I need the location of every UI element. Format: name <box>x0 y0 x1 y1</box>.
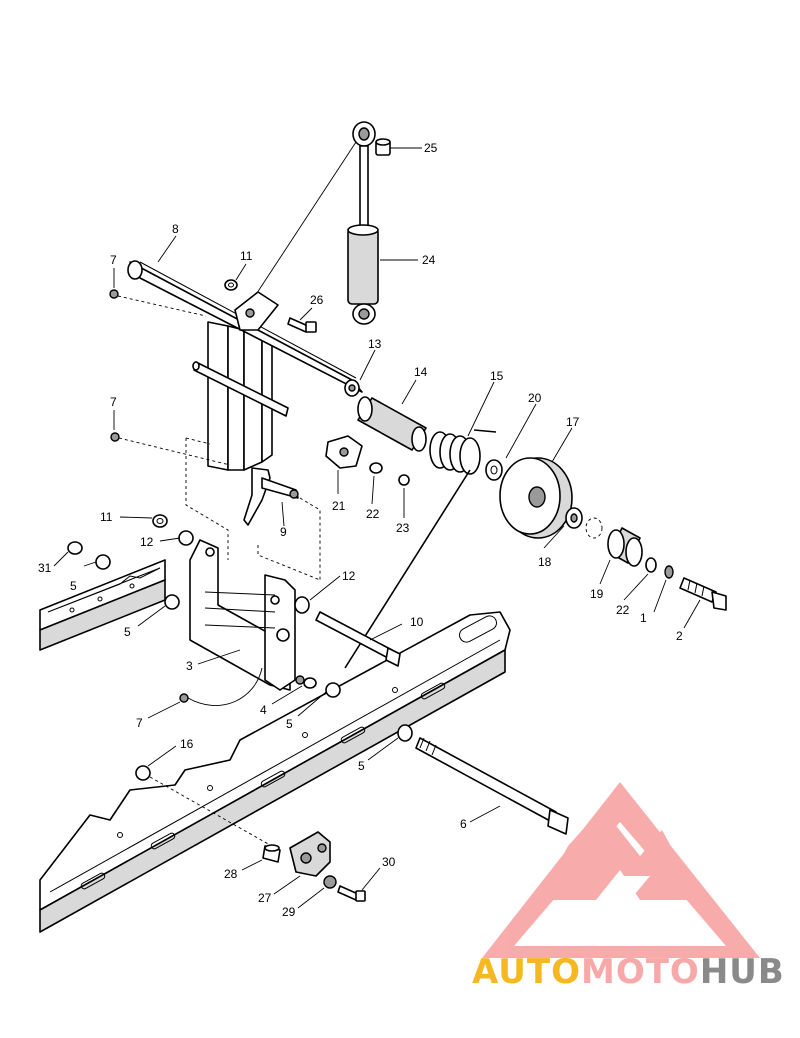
callout-30: 30 <box>382 855 396 869</box>
torsion-spring-15 <box>344 429 497 669</box>
watermark-wordmark: AUTOMOTOHUB <box>472 952 785 992</box>
callout-7-lower: 7 <box>136 716 143 730</box>
callout-22-left: 22 <box>366 507 380 521</box>
callout-11-lower: 11 <box>100 510 113 524</box>
nut-11-lower <box>152 514 168 528</box>
shock-bushing <box>375 138 391 156</box>
callout-28: 28 <box>224 867 238 881</box>
washer-5-center <box>325 682 341 698</box>
callout-22-right: 22 <box>616 603 630 617</box>
callout-19: 19 <box>590 587 604 601</box>
callout-13: 13 <box>368 337 382 351</box>
grease-fitting-7-upper <box>109 289 207 317</box>
callout-27: 27 <box>258 891 272 905</box>
shock-absorber <box>237 121 379 325</box>
callout-4: 4 <box>260 703 267 717</box>
callout-8: 8 <box>172 222 179 236</box>
nut-16 <box>135 765 271 846</box>
callout-24: 24 <box>422 253 436 267</box>
washer-20 <box>485 459 503 481</box>
callout-5-rail: 5 <box>358 759 365 773</box>
callout-12-left: 12 <box>140 535 154 549</box>
callout-7-middle: 7 <box>110 395 117 409</box>
washer-5-outer-left <box>95 554 111 570</box>
callout-labels: 1 2 3 4 5 5 5 5 6 7 7 7 8 9 10 11 11 12 … <box>38 141 683 919</box>
callout-21: 21 <box>332 499 346 513</box>
callout-18: 18 <box>538 555 552 569</box>
callout-1: 1 <box>640 611 647 625</box>
callout-23: 23 <box>396 521 410 535</box>
spacer-tube-14 <box>357 396 427 452</box>
middle-cross-shaft <box>192 361 289 417</box>
shock-mount-bracket <box>234 291 279 331</box>
bearing-18 <box>565 507 603 539</box>
callout-20: 20 <box>528 391 542 405</box>
watermark-logo-mark <box>482 782 760 958</box>
callout-3: 3 <box>186 659 193 673</box>
callout-6: 6 <box>460 817 467 831</box>
spacer-19 <box>607 527 643 567</box>
callout-9: 9 <box>280 525 287 539</box>
bolt-26 <box>287 317 317 333</box>
callout-2: 2 <box>676 629 683 643</box>
grease-fitting-7-middle <box>110 432 231 466</box>
lower-arm-pivot <box>243 467 299 526</box>
callout-11-upper: 11 <box>240 249 253 263</box>
nut-11-upper <box>224 279 238 291</box>
nut-23 <box>398 474 410 486</box>
lock-washer-1 <box>664 565 674 579</box>
washer-29 <box>323 875 337 889</box>
bushing-28 <box>262 844 281 863</box>
callout-5-center: 5 <box>286 717 293 731</box>
spring-block-21 <box>325 435 363 469</box>
callout-16: 16 <box>180 737 194 751</box>
nut-31 <box>67 541 83 555</box>
idler-wheel-17 <box>499 457 573 539</box>
callout-10: 10 <box>410 615 424 629</box>
callout-29: 29 <box>282 905 296 919</box>
dashed-assembly-outline <box>185 437 321 581</box>
long-bolt-6 <box>415 737 569 835</box>
leader-lines <box>53 147 701 909</box>
front-arm-bracket <box>189 539 317 691</box>
washer-22-right <box>645 557 657 573</box>
bolt-10 <box>315 611 401 667</box>
bolt-30 <box>337 885 366 902</box>
washer-5-rail <box>397 724 413 742</box>
callout-15: 15 <box>490 369 504 383</box>
main-slide-rail <box>39 611 511 933</box>
callout-25: 25 <box>424 141 438 155</box>
watermark-word-hub: HUB <box>699 952 785 992</box>
callout-26: 26 <box>310 293 324 307</box>
watermark-word-auto: AUTO <box>472 952 581 992</box>
callout-5-outer-left: 5 <box>70 579 77 593</box>
washer-5-left <box>164 594 180 610</box>
washer-12-left <box>178 530 194 546</box>
callout-31: 31 <box>38 561 52 575</box>
slider-bracket-27 <box>289 831 331 877</box>
grease-fitting-7-lower <box>179 667 263 706</box>
callout-17: 17 <box>566 415 580 429</box>
left-side-rail <box>39 559 166 651</box>
washer-12-right <box>294 596 310 614</box>
washer-22-left <box>369 462 383 474</box>
callout-5-left: 5 <box>124 625 131 639</box>
watermark-word-moto: MOTO <box>580 952 700 992</box>
bolt-2 <box>679 577 727 611</box>
callout-14: 14 <box>414 365 428 379</box>
callout-12-right: 12 <box>342 569 356 583</box>
callout-7-upper: 7 <box>110 253 117 267</box>
shaft-end-13 <box>344 379 360 397</box>
